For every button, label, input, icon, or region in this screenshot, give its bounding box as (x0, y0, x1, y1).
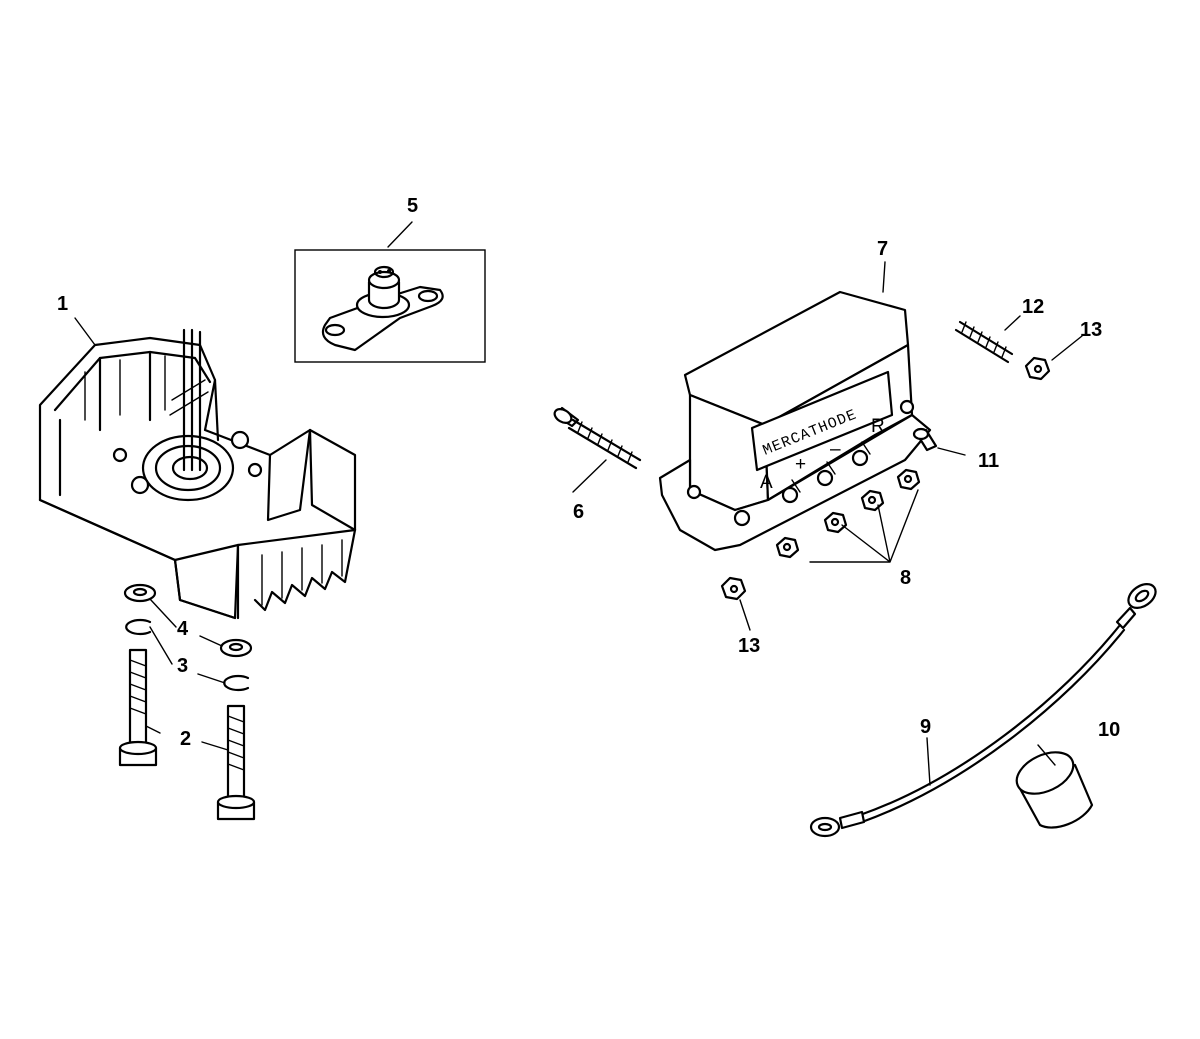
ground-wire (809, 583, 1157, 838)
callout-3: 3 (177, 655, 188, 677)
nut-upper (1024, 356, 1051, 381)
terminal-label-r: R (871, 416, 885, 437)
terminal-cap (1015, 751, 1094, 829)
screw-long (553, 406, 642, 470)
controller-mercathode: MERCATHODE A + – R (658, 290, 932, 552)
flat-washer-left (123, 583, 157, 603)
lock-washer-left (125, 618, 152, 636)
lock-washer-right (223, 674, 250, 692)
terminal-nuts (775, 468, 921, 559)
bracket-heatsink (38, 328, 357, 620)
nut-lower (720, 576, 747, 601)
callout-13-lower: 13 (738, 635, 760, 657)
callout-8: 8 (900, 567, 911, 589)
threaded-stud (954, 320, 1014, 364)
bolt-left (118, 648, 158, 767)
callout-10: 10 (1098, 719, 1120, 741)
inset-box-sensor (294, 249, 486, 363)
callout-7: 7 (877, 238, 888, 260)
terminal-label-plus: + (795, 454, 806, 475)
callout-6: 6 (573, 501, 584, 523)
terminal-label-a: A (760, 472, 773, 493)
bolt-right (216, 704, 256, 821)
callout-9: 9 (920, 716, 931, 738)
callout-5: 5 (407, 195, 418, 217)
callout-12: 12 (1022, 296, 1044, 318)
flat-washer-right (219, 638, 253, 658)
leader-lines (74, 221, 1083, 786)
terminal-studs (733, 441, 871, 527)
callout-1: 1 (57, 293, 68, 315)
callout-13-upper: 13 (1080, 319, 1102, 341)
callout-2: 2 (180, 728, 191, 750)
screw-small (912, 427, 938, 452)
terminal-label-minus: – (830, 439, 841, 460)
callout-4: 4 (177, 618, 189, 640)
callout-11: 11 (978, 450, 999, 472)
